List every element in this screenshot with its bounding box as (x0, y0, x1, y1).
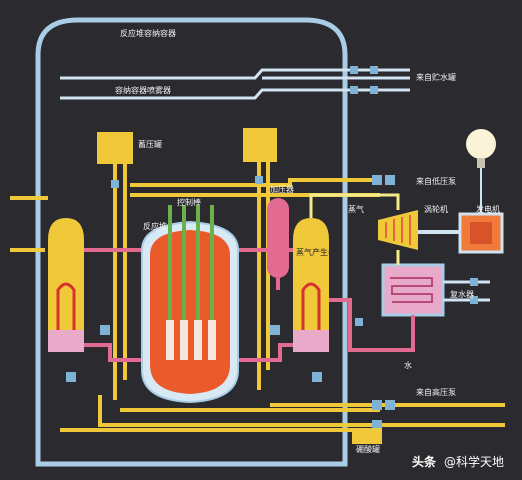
reactor-vessel (141, 205, 239, 404)
containment-vessel-outline (35, 17, 348, 467)
reactor-core (150, 230, 230, 394)
label-reactor: 反应堆 (143, 221, 167, 231)
primary-loop-valves (66, 325, 322, 382)
feedwater-pipe (372, 315, 415, 352)
pressurizer (267, 198, 289, 278)
watermark-prefix: 头条 (412, 454, 437, 469)
label-generator: 发电机 (476, 204, 500, 214)
primary-loop-pipes (84, 248, 372, 362)
secondary-pipes (309, 193, 400, 265)
feedwater-valve (355, 318, 363, 326)
accumulator-tank-right (243, 128, 277, 162)
label-control-rod: 控制棒 (177, 197, 201, 207)
spray-valves (350, 66, 378, 94)
label-condenser: 复水器 (450, 289, 474, 299)
generator-core (470, 222, 492, 244)
label-from-storage-tank: 来自贮水罐 (416, 72, 456, 82)
steam-generator-right-base (293, 330, 329, 352)
label-turbine: 涡轮机 (424, 204, 448, 214)
steam-generator-right-tubes (301, 282, 321, 330)
condenser-coil (390, 277, 433, 303)
lamp-base (477, 158, 485, 168)
steam-generator-left-tubes (56, 282, 76, 330)
turbine (378, 210, 418, 250)
label-accumulator-tank: 蓄压罐 (138, 139, 162, 149)
steam-generator-right (293, 218, 329, 330)
label-from-low-pressure-pump: 来自低压泵 (416, 176, 456, 186)
injection-pipes (10, 162, 505, 432)
lamp-icon (466, 129, 496, 159)
condenser-valves (470, 278, 478, 304)
accumulator-tank-left (97, 132, 133, 164)
condenser-pipes (443, 280, 490, 302)
label-containment-vessel: 反应堆容纳容器 (120, 28, 176, 38)
label-boric-acid-tank: 硼酸罐 (356, 444, 380, 454)
watermark-handle: @科学天地 (444, 454, 504, 469)
steam-generator-left-base (48, 330, 84, 352)
turbine-blades (385, 215, 411, 245)
spray-pipes (60, 68, 410, 100)
label-from-high-pressure-pump: 来自高压泵 (416, 387, 456, 397)
injection-valves (111, 175, 395, 430)
boric-acid-tank (352, 428, 382, 444)
label-pressurizer: 加压器 (270, 184, 294, 194)
label-steam: 蒸气 (348, 204, 364, 214)
label-steam-generator: 蒸气产生器 (296, 247, 336, 257)
fuel-assemblies (166, 320, 216, 360)
label-containment-spray: 容纳容器喷雾器 (115, 85, 171, 95)
label-water: 水 (404, 360, 412, 370)
steam-generator-left (48, 218, 84, 330)
control-rods (168, 205, 214, 320)
